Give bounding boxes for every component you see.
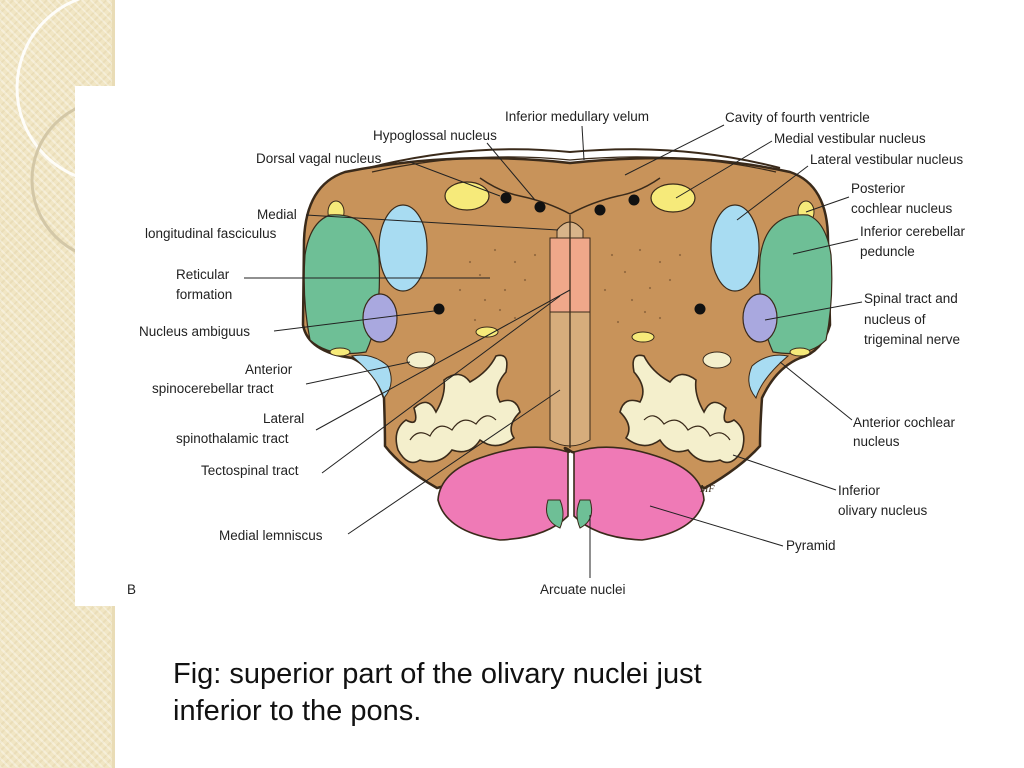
label-posterior-cochlear-line2: cochlear nucleus <box>851 201 953 216</box>
reticular-formation-stipple <box>458 248 682 324</box>
dorsal-vagal-nucleus-right <box>594 204 606 216</box>
label-spinal-trigeminal-line2: nucleus of <box>864 312 926 327</box>
label-pyramid: Pyramid <box>786 538 836 553</box>
label-spinal-trigeminal-line1: Spinal tract and <box>864 291 958 306</box>
anterior-spinocerebellar-tract-left <box>406 351 436 369</box>
label-inf-cerebellar-line2: peduncle <box>860 244 915 259</box>
medial-vestibular-nucleus-right <box>650 183 696 213</box>
spinal-trigeminal-nucleus-right <box>742 293 778 343</box>
hypoglossal-nucleus-left <box>500 192 512 204</box>
yellow-tract-right <box>631 331 655 343</box>
label-ant-cochlear-line1: Anterior cochlear <box>853 415 956 430</box>
pyramid-left <box>437 446 569 541</box>
fourth-ventricle-floor <box>479 177 661 215</box>
label-ant-spinocerebellar-line1: Anterior <box>245 362 293 377</box>
panel-letter: B <box>127 582 136 597</box>
anterior-cochlear-nucleus-left <box>350 354 392 400</box>
label-medial-vestibular-nucleus: Medial vestibular nucleus <box>774 131 926 146</box>
arcuate-nucleus-right <box>576 499 593 529</box>
label-ant-cochlear-line2: nucleus <box>853 434 900 449</box>
label-dorsal-vagal-nucleus: Dorsal vagal nucleus <box>256 151 382 166</box>
caption-line-2: inferior to the pons. <box>173 695 422 727</box>
anterior-spinocerebellar-tract-right <box>702 351 732 369</box>
anterior-cochlear-nucleus-right <box>748 354 790 400</box>
label-inferior-medullary-velum: Inferior medullary velum <box>505 109 649 124</box>
label-inf-cerebellar-line1: Inferior cerebellar <box>860 224 966 239</box>
yellow-tract-lat-right <box>789 347 811 357</box>
pyramid-right <box>573 446 705 541</box>
label-reticular-line1: Reticular <box>176 267 230 282</box>
label-lateral-vestibular-nucleus: Lateral vestibular nucleus <box>810 152 963 167</box>
inferior-olivary-nucleus-right <box>619 354 745 464</box>
label-posterior-cochlear-line1: Posterior <box>851 181 906 196</box>
yellow-tract-left <box>475 326 499 338</box>
label-tectospinal-tract: Tectospinal tract <box>201 463 299 478</box>
hypoglossal-nucleus-right <box>628 194 640 206</box>
label-spinal-trigeminal-line3: trigeminal nerve <box>864 332 960 347</box>
label-inf-olivary-line1: Inferior <box>838 483 881 498</box>
label-mlf-line1: Medial <box>257 207 297 222</box>
inferior-olivary-nucleus-left <box>395 354 521 464</box>
leader-lines <box>244 124 863 578</box>
label-cavity-fourth-ventricle: Cavity of fourth ventricle <box>725 110 870 125</box>
label-nucleus-ambiguus: Nucleus ambiguus <box>139 324 250 339</box>
label-mlf-line2: longitudinal fasciculus <box>145 226 277 241</box>
label-reticular-line2: formation <box>176 287 232 302</box>
caption-line-1: Fig: superior part of the olivary nuclei… <box>173 658 702 690</box>
lateral-vestibular-nucleus-right <box>710 204 760 292</box>
inferior-medullary-velum-shape <box>367 148 781 169</box>
artist-signature: MF <box>699 484 715 495</box>
label-arcuate-nuclei: Arcuate nuclei <box>540 582 626 597</box>
label-ant-spinocerebellar-line2: spinocerebellar tract <box>152 381 274 396</box>
lateral-vestibular-nucleus-left <box>378 204 428 292</box>
label-lat-spinothalamic-line2: spinothalamic tract <box>176 431 289 446</box>
arcuate-nucleus-left <box>546 499 564 529</box>
medial-vestibular-nucleus-left <box>444 181 490 211</box>
nucleus-ambiguus-right <box>694 303 706 315</box>
dorsal-vagal-nucleus-left <box>534 201 546 213</box>
label-inf-olivary-line2: olivary nucleus <box>838 503 928 518</box>
label-hypoglossal-nucleus: Hypoglossal nucleus <box>373 128 497 143</box>
nucleus-ambiguus-left <box>433 303 445 315</box>
label-lat-spinothalamic-line1: Lateral <box>263 411 304 426</box>
yellow-tract-lat-left <box>329 347 351 357</box>
medulla-cross-section-diagram: MF Inferior medullary velum Hypoglossal … <box>127 109 966 597</box>
figure-caption: Fig: superior part of the olivary nuclei… <box>173 656 873 730</box>
label-medial-lemniscus: Medial lemniscus <box>219 528 323 543</box>
